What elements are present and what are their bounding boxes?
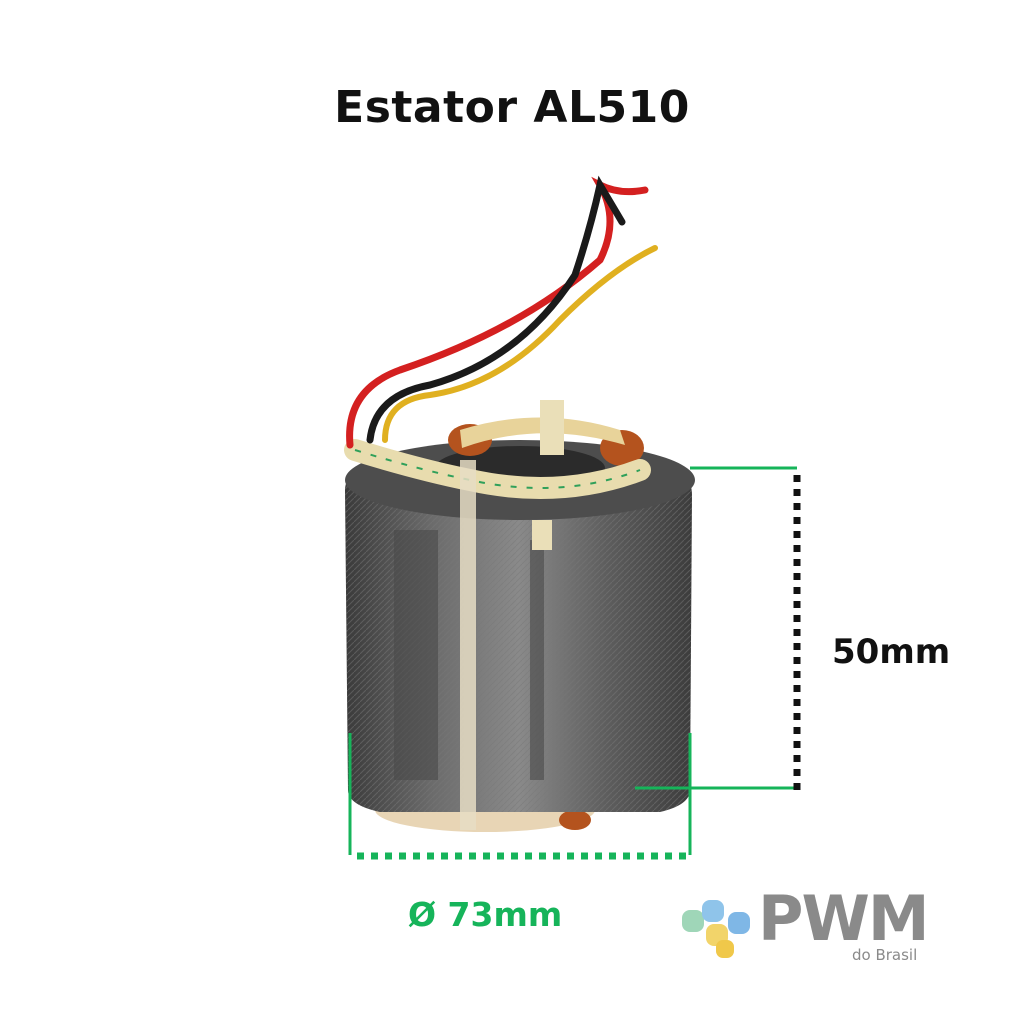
- logo-mark-icon: [682, 900, 750, 958]
- wire-black: [366, 175, 626, 444]
- logo-subtitle: do Brasil: [852, 946, 918, 964]
- stator-slot: [394, 530, 438, 780]
- stator-slot: [530, 540, 544, 780]
- zip-tie-head: [532, 520, 552, 550]
- wire-harness-stripe: [354, 449, 641, 489]
- zip-tie-head: [540, 400, 564, 455]
- wire-red: [346, 176, 649, 449]
- diameter-label: Ø 73mm: [408, 895, 563, 934]
- height-label: 50mm: [832, 632, 951, 672]
- stator-bottom-coil: [559, 810, 591, 830]
- logo-wordmark: PWM: [758, 882, 930, 955]
- product-title: Estator AL510: [334, 82, 690, 133]
- wire-yellow: [382, 245, 658, 443]
- pwm-logo: PWM do Brasil: [672, 882, 962, 968]
- zip-tie: [460, 460, 476, 830]
